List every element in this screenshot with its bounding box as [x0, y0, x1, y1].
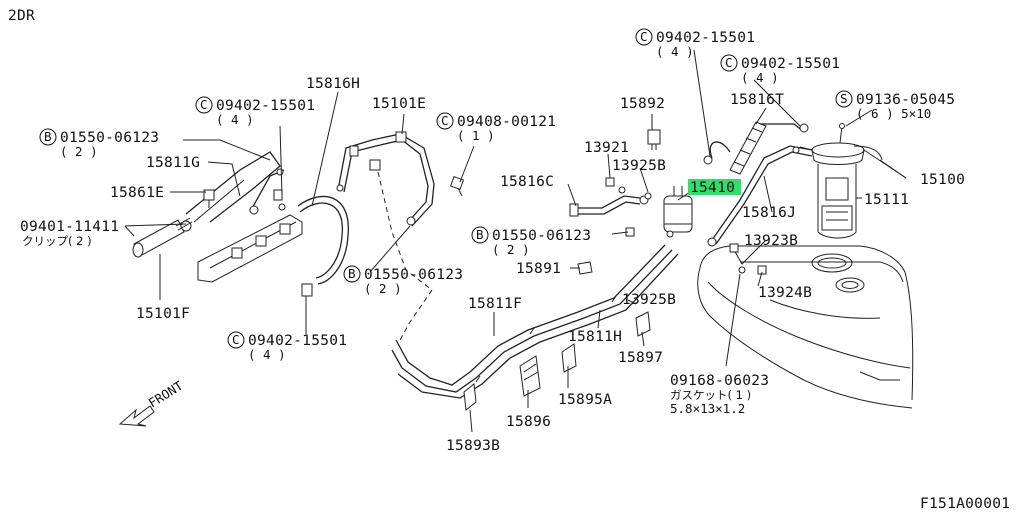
label-13921[interactable]: 13921: [584, 140, 629, 156]
callout-part-number: 09168-06023: [670, 373, 769, 389]
callout-09401-11411[interactable]: 09401-11411 クリップ( 2 ): [20, 219, 119, 248]
leader-lines: [124, 49, 907, 433]
label-15101E[interactable]: 15101E: [372, 96, 426, 112]
callout-part-number: 01550-06123: [364, 267, 463, 283]
callout-b-01550-06123-c[interactable]: B 01550-06123 ( 2 ): [343, 265, 463, 296]
drawing: [118, 121, 914, 427]
fuel-hose-15101F: [132, 217, 193, 258]
label-13924B[interactable]: 13924B: [758, 285, 812, 301]
label-15111[interactable]: 15111: [864, 192, 909, 208]
callout-quantity: ( 2 ): [364, 281, 402, 296]
label-15891[interactable]: 15891: [516, 261, 561, 277]
label-15897[interactable]: 15897: [618, 350, 663, 366]
fuel-tank: [697, 245, 914, 409]
callout-c-09402-15501-d[interactable]: C 09402-15501 ( 4 ): [227, 331, 347, 362]
callout-b-01550-06123-a[interactable]: B 01550-06123 ( 2 ): [39, 128, 159, 159]
callout-part-number: 01550-06123: [492, 228, 591, 244]
fuel-filter: [663, 186, 693, 238]
label-15410: 15410: [690, 180, 735, 196]
callout-quantity: ( 4 ): [741, 70, 779, 85]
fuel-hose-15816C: [569, 195, 649, 217]
callout-symbol: C: [232, 332, 240, 347]
callout-symbol: B: [476, 227, 484, 242]
label-15896[interactable]: 15896: [506, 414, 551, 430]
callout-part-number: 09136-05045: [856, 92, 955, 108]
label-13925B-b[interactable]: 13925B: [622, 292, 676, 308]
callout-quantity: ( 6 ) 5×10: [856, 106, 931, 121]
label-15811F[interactable]: 15811F: [468, 296, 522, 312]
front-label: FRONT: [146, 378, 186, 411]
front-arrow: [118, 405, 155, 427]
callout-b-01550-06123-b[interactable]: B 01550-06123 ( 2 ): [471, 226, 591, 257]
callout-part-number: 09402-15501: [656, 30, 755, 46]
label-15895A[interactable]: 15895A: [558, 392, 612, 408]
variant-label: 2DR: [8, 8, 35, 24]
fuel-pump-sender-unit: [799, 123, 883, 239]
fuel-rail: [185, 151, 303, 283]
callout-symbol: C: [200, 97, 208, 112]
label-15816J[interactable]: 15816J: [742, 205, 796, 221]
callout-quantity: ( 4 ): [248, 347, 286, 362]
label-15811G[interactable]: 15811G: [146, 155, 200, 171]
callout-part-number: 09402-15501: [741, 56, 840, 72]
callout-size: 5.8×13×1.2: [670, 401, 745, 416]
callout-c-09402-15501-c[interactable]: C 09402-15501 ( 4 ): [195, 96, 315, 127]
callout-quantity: ( 4 ): [216, 112, 254, 127]
label-15100[interactable]: 15100: [920, 172, 965, 188]
label-15893B[interactable]: 15893B: [446, 438, 500, 454]
callout-note: ガスケット( 1 ): [670, 388, 751, 402]
callout-part-number: 01550-06123: [60, 130, 159, 146]
callout-quantity: ( 4 ): [656, 44, 694, 59]
callout-09168-06023[interactable]: 09168-06023 ガスケット( 1 ) 5.8×13×1.2: [670, 373, 769, 416]
callout-part-number: 09402-15501: [248, 333, 347, 349]
label-15892[interactable]: 15892: [620, 96, 665, 112]
label-13925B-a[interactable]: 13925B: [612, 158, 666, 174]
clip-15861E: [203, 189, 215, 208]
callout-part-number: 09408-00121: [457, 114, 556, 130]
label-15811H[interactable]: 15811H: [568, 329, 622, 345]
callout-symbol: S: [840, 91, 848, 106]
label-15101F[interactable]: 15101F: [136, 306, 190, 322]
callout-note: クリップ( 2 ): [22, 234, 92, 248]
label-15816H[interactable]: 15816H: [306, 76, 360, 92]
callout-symbol: B: [348, 266, 356, 281]
callout-quantity: ( 2 ): [492, 242, 530, 257]
drawing-number: F151A00001: [920, 496, 1010, 512]
callout-part-number: 09402-15501: [216, 98, 315, 114]
callout-quantity: ( 1 ): [457, 128, 495, 143]
label-15861E[interactable]: 15861E: [110, 185, 164, 201]
callout-s-09136-05045[interactable]: S 09136-05045 ( 6 ) 5×10: [835, 90, 955, 121]
fuel-pipe-assembly: [391, 244, 679, 399]
callout-part-number: 09401-11411: [20, 219, 119, 235]
fuel-hose-15816J: [707, 145, 813, 247]
callout-symbol: C: [441, 113, 449, 128]
callout-c-09402-15501-a[interactable]: C 09402-15501 ( 4 ): [635, 28, 755, 59]
fuel-hose-15816H: [297, 195, 349, 285]
label-13923B[interactable]: 13923B: [744, 233, 798, 249]
fuel-hose-15816T: [703, 121, 809, 175]
fuel-hose-15101E: [336, 131, 435, 227]
label-15816C[interactable]: 15816C: [500, 174, 554, 190]
pipe-clips: [463, 311, 651, 411]
label-15410-highlighted[interactable]: 15410: [688, 179, 741, 196]
callout-quantity: ( 2 ): [60, 144, 98, 159]
callout-symbol: C: [640, 29, 648, 44]
label-15816T[interactable]: 15816T: [730, 92, 784, 108]
callout-c-09408-00121[interactable]: C 09408-00121 ( 1 ): [436, 112, 556, 143]
callout-symbol: C: [725, 55, 733, 70]
callout-symbol: B: [44, 129, 52, 144]
small-hardware: [273, 129, 767, 297]
callout-c-09402-15501-b[interactable]: C 09402-15501 ( 4 ): [720, 54, 840, 85]
